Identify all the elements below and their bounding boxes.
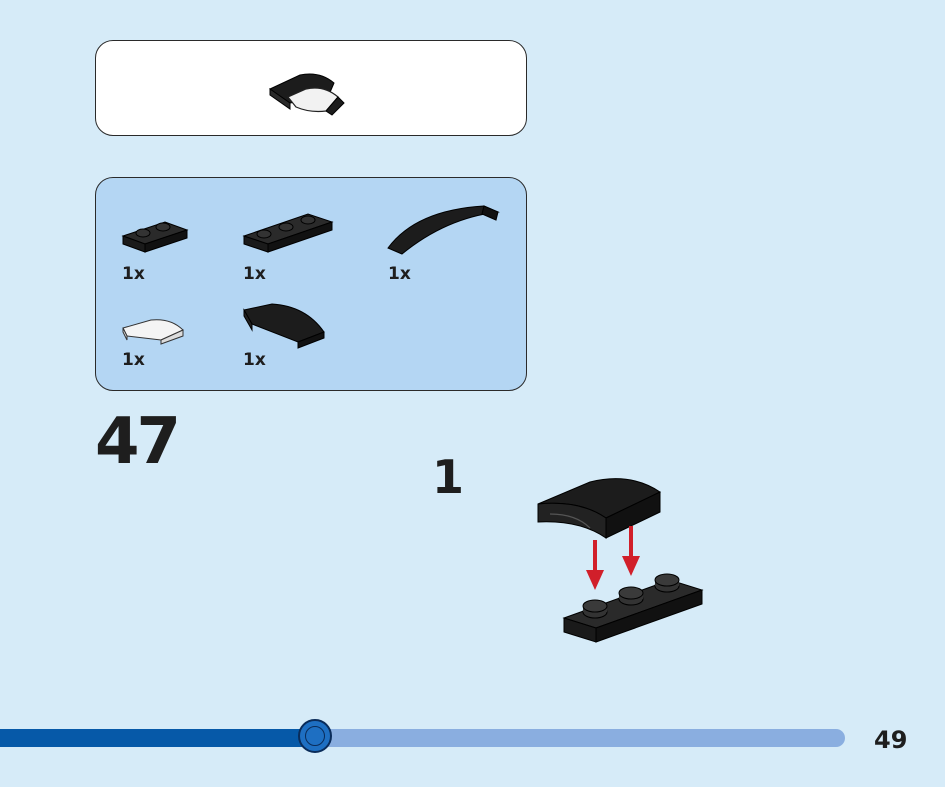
plate-1x3-black-icon xyxy=(562,573,704,643)
sub-assembly-panel xyxy=(95,40,527,136)
part-quantity: 1x xyxy=(243,350,266,370)
placement-arrow-icon xyxy=(586,540,604,590)
curved-slope-white-icon xyxy=(122,319,184,345)
step-number: 47 xyxy=(95,405,181,479)
substep-number: 1 xyxy=(432,450,465,504)
arch-curved-slope-black-icon xyxy=(387,205,500,255)
page-number: 49 xyxy=(874,726,908,754)
curved-slope-assembly-icon xyxy=(269,73,345,116)
parts-list-panel: 1x 1x 1x 1x 1x xyxy=(95,177,527,391)
progress-knob-icon xyxy=(298,719,332,753)
assembly-illustration xyxy=(537,478,704,643)
progress-fill xyxy=(0,729,317,747)
part-quantity: 1x xyxy=(122,350,145,370)
part-quantity: 1x xyxy=(243,264,266,284)
curved-slope-black-icon xyxy=(243,303,325,349)
plate-1x3-black-icon xyxy=(242,213,334,253)
part-quantity: 1x xyxy=(388,264,411,284)
curved-slope-black-icon xyxy=(537,478,662,539)
part-quantity: 1x xyxy=(122,264,145,284)
placement-arrow-icon xyxy=(622,526,640,576)
progress-bar xyxy=(0,719,845,753)
plate-1x2-black-icon xyxy=(121,221,189,253)
